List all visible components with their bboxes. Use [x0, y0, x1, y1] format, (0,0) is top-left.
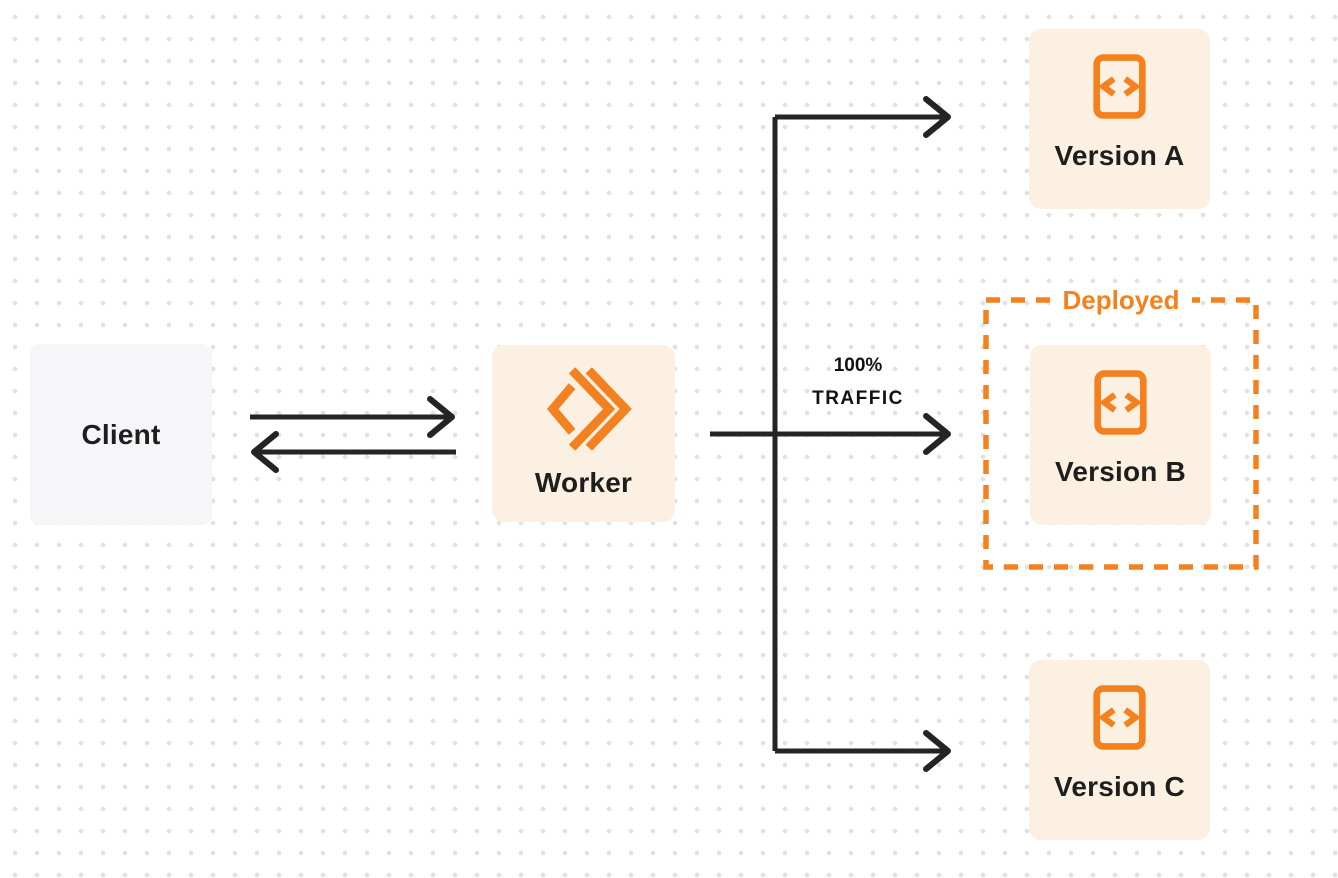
arrowhead-version-b	[923, 413, 951, 455]
client-node: Client	[30, 344, 212, 525]
traffic-annotation: 100% TRAFFIC	[788, 349, 928, 415]
traffic-word-text: TRAFFIC	[812, 388, 904, 409]
version-b-label: Version B	[1055, 456, 1186, 487]
arrowhead-version-a	[923, 96, 951, 138]
version-b-node: Version B	[1030, 345, 1211, 525]
cloudflare-workers-icon	[535, 365, 632, 453]
code-file-icon	[1092, 369, 1149, 436]
code-file-icon	[1091, 53, 1148, 120]
worker-node: Worker	[492, 345, 675, 522]
arrowhead-worker-to-client	[251, 431, 279, 473]
client-label: Client	[81, 418, 161, 450]
deployed-text: Deployed	[1050, 285, 1192, 315]
code-file-icon	[1091, 684, 1148, 751]
deployed-annotation: Deployed	[986, 285, 1256, 315]
version-a-label: Version A	[1054, 140, 1185, 171]
version-a-node: Version A	[1029, 29, 1210, 209]
traffic-percent-text: 100%	[833, 355, 883, 376]
version-c-label: Version C	[1054, 771, 1185, 802]
arrowhead-version-c	[923, 730, 951, 772]
arrowhead-client-to-worker	[427, 396, 455, 438]
worker-label: Worker	[534, 467, 633, 498]
version-c-node: Version C	[1029, 660, 1210, 840]
